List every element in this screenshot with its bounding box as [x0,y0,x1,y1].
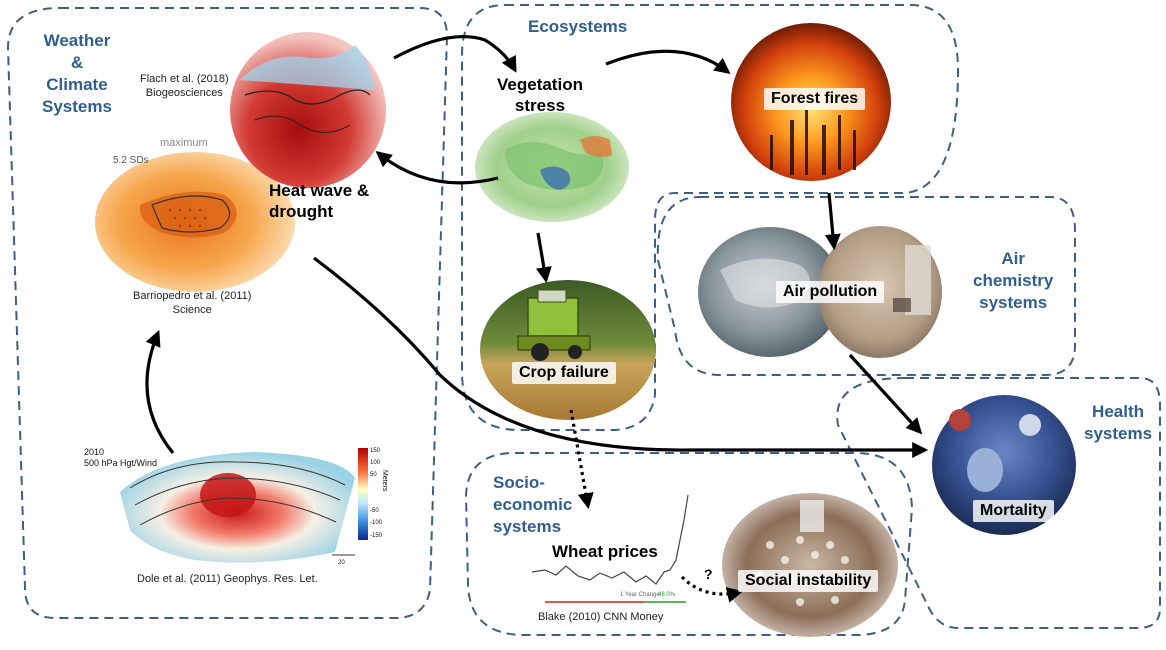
region-socio-economic [464,452,914,636]
citation-dole: Dole et al. (2011) Geophys. Res. Let. [137,573,318,585]
crop-harvester-image [480,280,656,420]
arrow-forestfires-to-airpollution [824,192,841,251]
colorbar-tick: -50 [370,508,379,514]
social-instability-label: Social instability [738,570,879,592]
year-change-label: 1 Year Change [620,592,660,598]
heatwave-drought-label: Heat wave & drought [269,181,370,221]
ecosystems-label: Ecosystems [528,17,628,36]
colorbar-tick: -100 [370,520,383,526]
health-systems-label: Health systems [1084,402,1153,443]
citation-barriopedro: Barriopedro et al. (2011) Science [133,290,252,316]
colorbar-tick: 150 [370,448,381,454]
map-title: 500 hPa Hgt/Wind [84,458,157,468]
arrow-wheatprices-to-socialinstability [680,575,744,603]
region-health [836,377,1161,629]
arrow-dole-to-barriopedro [145,330,175,455]
colorbar-tick: 100 [370,460,381,466]
weather-climate-label: Weather & Climate Systems [42,31,112,116]
arrow-airpollution-to-mortality [848,353,923,435]
wind-scale: 20 [338,560,345,566]
crowd-image [722,493,898,637]
air-pollution-label: Air pollution [776,281,885,303]
colorbar-tick: -150 [370,533,383,539]
dole-500hpa-figure: 2010 500 hPa Hgt/Wind Meters 150 100 50 … [80,440,390,568]
citation-blake: Blake (2010) CNN Money [538,611,664,623]
region-ecosystems [461,4,960,431]
citation-flach: Flach et al. (2018) Biogeosciences [140,73,229,99]
drought-map [230,32,386,188]
colorbar-tick: 50 [370,472,377,478]
vegetation-map [475,112,629,222]
sd-label: 5.2 SDs [113,155,149,166]
arrow-vegetation-to-forestfires [605,49,731,74]
map-year: 2010 [84,447,104,457]
forest-fires-label: Forest fires [764,88,866,110]
arrow-vegetation-to-heatwave [375,150,499,185]
crop-failure-label: Crop failure [512,362,616,384]
year-change-value: 48.0% [658,592,676,598]
uncertain-link-mark: ? [704,566,713,582]
wheat-price-line [531,494,689,585]
region-weather-climate [6,7,449,619]
heatwave-anomaly-map: 5.2 SDs maximum [95,137,295,292]
arrow-heatwave-to-vegetation [393,34,517,73]
wheat-prices-label: Wheat prices [552,542,658,561]
satellite-smoke-image [698,227,842,357]
mortality-label: Mortality [973,500,1054,522]
socio-economic-label: Socio- economic systems [493,473,573,536]
region-air-chemistry [656,196,1076,376]
header-fragment: maximum [160,137,208,149]
arrow-vegetation-to-cropfailure [535,232,552,284]
vegetation-stress-label: Vegetation stress [497,75,583,115]
wheat-price-chart: 1 Year Change 48.0% [525,488,689,606]
arrow-heatwave-to-mortality [313,256,929,458]
arrow-cropfailure-to-wheatprices [569,409,594,510]
colorbar-unit: Meters [381,470,388,492]
air-chemistry-label: Air chemistry systems [973,249,1054,312]
